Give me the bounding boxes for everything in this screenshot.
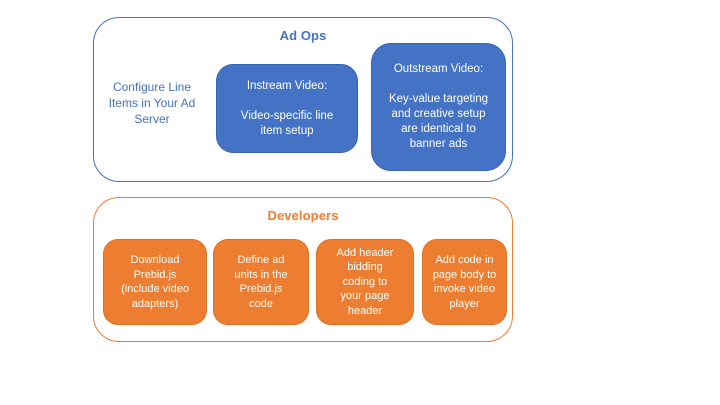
add-header-bidding-box: Add header bidding coding to your page h…	[316, 239, 414, 325]
download-prebid-box: Download Prebid.js (include video adapte…	[103, 239, 207, 325]
configure-line-items-label: Configure Line Items in Your Ad Server	[108, 80, 196, 126]
developers-section: Developers Download Prebid.js (include v…	[93, 197, 513, 342]
instream-video-box: Instream Video: Video-specific line item…	[216, 64, 358, 153]
developers-title: Developers	[267, 208, 339, 223]
define-ad-units-box: Define ad units in the Prebid.js code	[213, 239, 309, 325]
outstream-video-box: Outstream Video: Key-value targeting and…	[371, 43, 506, 171]
add-page-body-code-box: Add code in page body to invoke video pl…	[422, 239, 507, 325]
ad-ops-section: Ad Ops Configure Line Items in Your Ad S…	[93, 17, 513, 182]
ad-ops-title: Ad Ops	[279, 28, 327, 43]
